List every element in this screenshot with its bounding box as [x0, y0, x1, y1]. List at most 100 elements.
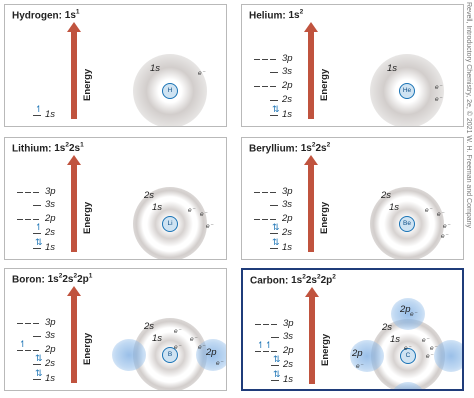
- level-label-l2p: 2p: [45, 344, 56, 355]
- electron-configuration: 1s22s2: [300, 142, 331, 155]
- orbital-label-2s: 2s: [382, 322, 393, 333]
- orbital-label-1s: 1s: [390, 334, 401, 345]
- element-name: Lithium:: [12, 143, 52, 155]
- level-label-l3s: 3s: [45, 199, 56, 210]
- electron-symbol: e⁻: [188, 207, 196, 214]
- level-label-l3s: 3s: [45, 330, 56, 341]
- level-label-l3s: 3s: [282, 66, 293, 77]
- electron-pair-arrows: ⇅: [273, 354, 281, 364]
- orbital-line: [263, 351, 269, 352]
- orbital-line: [270, 100, 278, 101]
- energy-axis-label: Energy: [319, 68, 330, 101]
- level-label-l3s: 3s: [283, 331, 294, 342]
- energy-axis-label: Energy: [320, 333, 331, 366]
- electron-symbol: e⁻: [443, 223, 451, 230]
- orbital-line: [263, 324, 269, 325]
- energy-arrow-head: [67, 22, 81, 32]
- energy-arrow: [71, 295, 77, 383]
- electron-up-arrow: ↿: [265, 340, 273, 350]
- electron-symbol: e⁻: [426, 353, 434, 360]
- energy-axis-label: Energy: [82, 332, 93, 365]
- orbital-line: [270, 248, 278, 249]
- orbital-line: [17, 192, 23, 193]
- orbital-line: [262, 219, 268, 220]
- electron-pair-arrows: ⇅: [35, 353, 43, 363]
- orbital-line: [270, 115, 278, 116]
- electron-symbol: e⁻: [435, 96, 443, 103]
- element-name: Hydrogen:: [12, 10, 62, 22]
- panel-title: Hydrogen: 1s1: [12, 9, 80, 21]
- nucleus: He: [399, 83, 415, 99]
- level-label-l3p: 3p: [282, 186, 293, 197]
- electron-symbol: e⁻: [198, 344, 206, 351]
- orbital-line: [255, 324, 261, 325]
- level-label-l1s: 1s: [282, 109, 293, 120]
- orbital-line: [254, 192, 260, 193]
- orbital-line: [270, 72, 278, 73]
- panel-title: Boron: 1s22s22p1: [12, 273, 92, 285]
- electron-symbol: e⁻: [200, 211, 208, 218]
- orbital-line: [33, 350, 39, 351]
- electron-symbol: e⁻: [425, 207, 433, 214]
- electron-configuration: 1s2: [288, 9, 304, 22]
- electron-pair-arrows: ⇅: [35, 237, 43, 247]
- energy-axis-label: Energy: [319, 201, 330, 234]
- electron-configuration: 1s1: [64, 9, 80, 22]
- orbital-line: [33, 364, 41, 365]
- electron-symbol: e⁻: [435, 84, 443, 91]
- electron-symbol: e⁻: [174, 344, 182, 351]
- orbital-line: [271, 380, 279, 381]
- level-label-l1s: 1s: [45, 109, 56, 120]
- p-orbital-lobe: [196, 339, 226, 371]
- electron-symbol: e⁻: [206, 223, 214, 230]
- orbital-line: [262, 86, 268, 87]
- level-label-l1s: 1s: [282, 242, 293, 253]
- electron-configuration: 1s22s22p1: [47, 273, 93, 286]
- orbital-line: [254, 86, 260, 87]
- level-label-l1s: 1s: [45, 373, 56, 384]
- orbital-label-2p: 2p: [352, 348, 363, 359]
- electron-up-arrow: ↿: [35, 104, 43, 114]
- electron-symbol: e⁻: [437, 211, 445, 218]
- level-label-l2s: 2s: [283, 359, 294, 370]
- orbital-line: [33, 205, 41, 206]
- orbital-line: [25, 192, 31, 193]
- electron-symbol: e⁻: [174, 328, 182, 335]
- orbital-line: [33, 233, 41, 234]
- level-label-l2p: 2p: [282, 213, 293, 224]
- orbital-line: [33, 323, 39, 324]
- orbital-line: [17, 219, 23, 220]
- level-label-l1s: 1s: [283, 374, 294, 385]
- electron-pair-arrows: ⇅: [273, 369, 281, 379]
- nucleus: H: [162, 83, 178, 99]
- panel-title: Beryllium: 1s22s2: [249, 142, 330, 154]
- nucleus: B: [162, 347, 178, 363]
- panel-title: Helium: 1s2: [249, 9, 303, 21]
- electron-symbol: e⁻: [190, 336, 198, 343]
- orbital-line: [33, 192, 39, 193]
- orbital-line: [262, 192, 268, 193]
- level-label-l2s: 2s: [282, 227, 293, 238]
- electron-symbol: e⁻: [422, 337, 430, 344]
- orbital-line: [270, 59, 276, 60]
- element-name: Beryllium:: [249, 143, 298, 155]
- electron-configuration: 1s22s1: [54, 142, 84, 155]
- level-label-l3s: 3s: [282, 199, 293, 210]
- level-label-l2p: 2p: [45, 213, 56, 224]
- orbital-label-1s: 1s: [389, 202, 400, 213]
- orbital-line: [271, 365, 279, 366]
- orbital-label-2s: 2s: [144, 190, 155, 201]
- orbital-line: [33, 248, 41, 249]
- nucleus: C: [400, 348, 416, 364]
- level-label-l2s: 2s: [45, 358, 56, 369]
- electron-symbol: e⁻: [356, 363, 364, 370]
- orbital-label-2s: 2s: [144, 321, 155, 332]
- electron-configuration: 1s22s22p2: [291, 274, 336, 287]
- orbital-line: [262, 59, 268, 60]
- orbital-label-2p: 2p: [206, 347, 217, 358]
- electron-pair-arrows: ⇅: [35, 368, 43, 378]
